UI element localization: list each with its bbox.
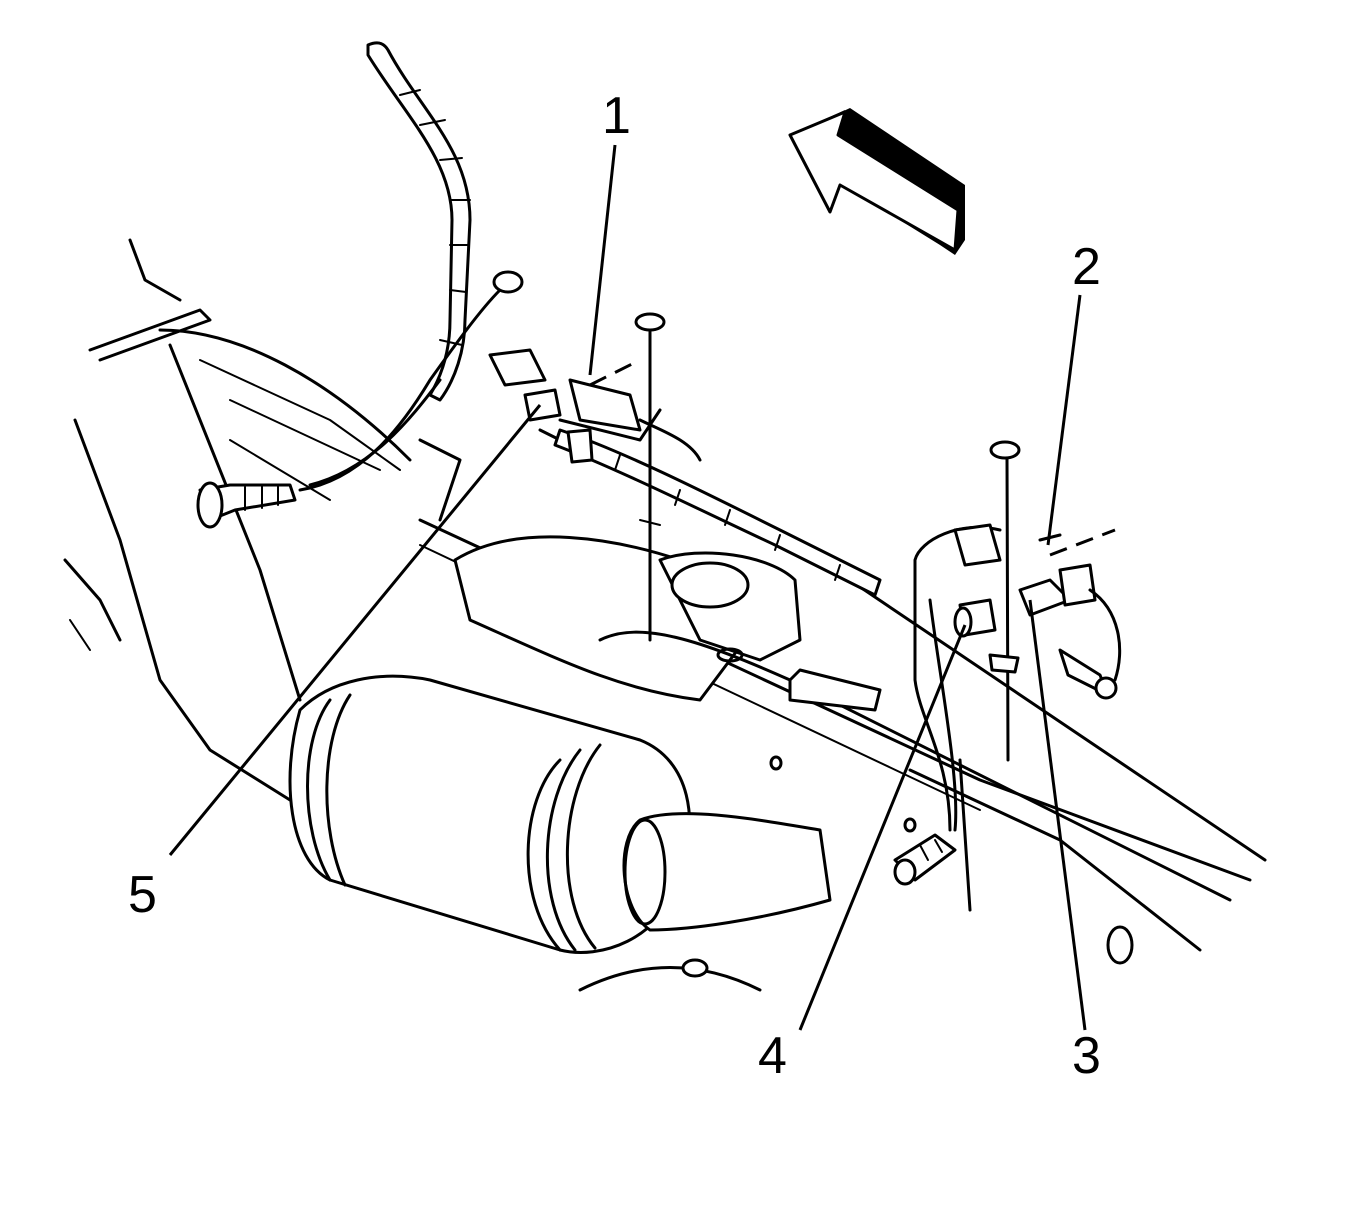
callout-label-1: 1 <box>602 87 631 145</box>
callout-label-4: 4 <box>758 1027 787 1085</box>
callout-label-3: 3 <box>1072 1027 1101 1085</box>
push-pin-fastener-1 <box>634 312 666 642</box>
crossmember <box>453 535 802 702</box>
connector-downstream <box>913 523 1122 832</box>
oxygen-sensor-right <box>893 598 958 886</box>
body-frame-left <box>63 238 462 802</box>
wiring-harness <box>366 41 882 597</box>
callout-label-5: 5 <box>128 866 157 924</box>
callout-leaders <box>168 144 1116 1031</box>
callout-label-2: 2 <box>1072 238 1101 296</box>
oxygen-sensor-left <box>196 270 524 529</box>
forward-direction-arrow-icon <box>788 108 965 255</box>
push-pin-fastener-2 <box>989 440 1021 762</box>
catalytic-converter <box>288 674 832 992</box>
